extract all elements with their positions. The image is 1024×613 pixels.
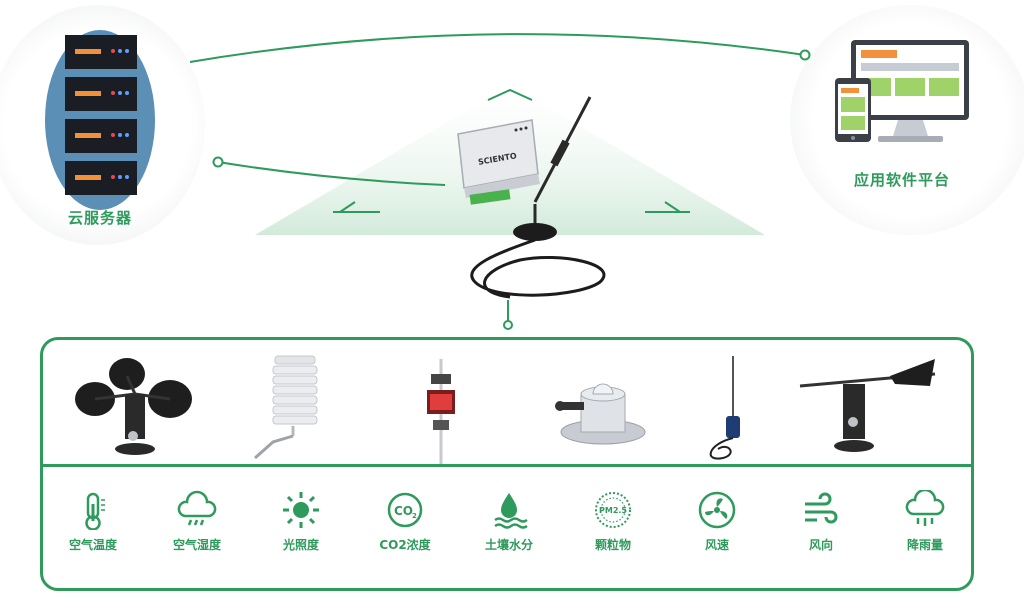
sensor-item: 光照度 (251, 490, 351, 553)
sensor-label: 降雨量 (906, 538, 943, 552)
platform-node-dot (799, 49, 811, 61)
triangle-mark-left-2 (339, 201, 356, 213)
sensor-label: 风速 (704, 538, 729, 552)
svg-text:PM2.5: PM2.5 (599, 506, 627, 515)
fan-icon (698, 491, 736, 529)
app-platform-label: 应用软件平台 (853, 171, 950, 189)
co2-icon: CO2 (387, 492, 423, 528)
sensor-item: 空气温度 (43, 490, 143, 553)
server-rack-icon (45, 30, 155, 210)
wind-vane-device (799, 359, 936, 452)
gateway-device-icon: SCIENTO (457, 96, 606, 299)
sensor-label: 颗粒物 (594, 538, 631, 552)
svg-text:2: 2 (412, 512, 417, 520)
server-node-dot (212, 156, 224, 168)
sensor-label: CO2浓度 (379, 538, 431, 552)
sensor-item: 降雨量 (875, 490, 975, 553)
triangle-mark-right-2 (664, 201, 681, 213)
sensor-item: 风速 (667, 490, 767, 553)
wind-icon (805, 492, 838, 524)
server-to-platform-line (189, 33, 806, 63)
sensor-label: 空气温度 (68, 538, 117, 552)
sensor-label: 土壤水分 (484, 538, 533, 552)
server-to-gateway-line (217, 161, 446, 186)
sensor-item: PM2.5 颗粒物 (563, 490, 663, 553)
app-platform-icon (835, 40, 969, 142)
thermometer-icon (85, 492, 105, 530)
panel-divider (43, 464, 971, 467)
sensor-item: 空气湿度 (147, 490, 247, 553)
triangle-mark-top (487, 88, 533, 101)
cloud-server-label: 云服务器 (67, 209, 132, 227)
sensor-item: 风向 (771, 490, 871, 553)
sun-icon (283, 492, 319, 528)
sensor-label: 光照度 (282, 538, 319, 552)
sensor-node-dot (503, 320, 513, 330)
soil-moisture-icon (494, 493, 528, 529)
particulate-icon: PM2.5 (595, 492, 631, 528)
sensor-label: 空气湿度 (172, 538, 221, 552)
anemometer-device (75, 358, 192, 455)
antenna-probe-device (709, 356, 740, 460)
weather-station-device (427, 359, 455, 466)
light-sensor-device (555, 383, 646, 445)
rain-cloud-icon (905, 490, 945, 526)
svg-text:CO: CO (394, 504, 413, 518)
humidity-cloud-icon (177, 490, 217, 526)
sensor-item: 土壤水分 (459, 490, 559, 553)
radiation-shield-device (254, 355, 318, 460)
sensor-label: 风向 (808, 538, 833, 552)
